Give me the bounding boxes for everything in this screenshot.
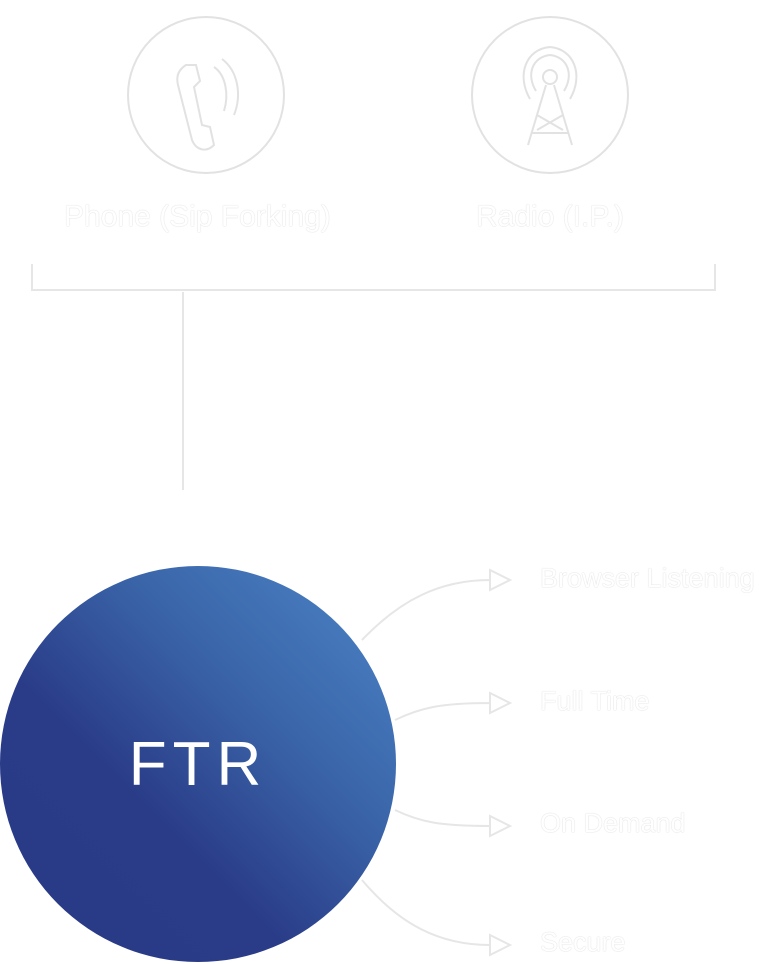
- output-label-full-time: Full Time: [540, 686, 650, 716]
- bracket-line: [31, 264, 716, 291]
- source-label-phone: Phone (Sip Forking): [64, 200, 331, 233]
- source-label-radio: Radio (I.P.): [476, 200, 624, 233]
- arrow-on-demand: [394, 809, 513, 838]
- phone-icon: [127, 16, 285, 174]
- arrow-secure: [361, 879, 513, 957]
- arrow-browser: [361, 568, 513, 641]
- radio-tower-icon: [471, 16, 629, 174]
- hub-label: FTR: [128, 729, 268, 799]
- ftr-hub-circle: FTR: [0, 566, 396, 962]
- output-label-on-demand: On Demand: [540, 808, 686, 838]
- arrow-full-time: [394, 691, 513, 721]
- output-label-browser: Browser Listening: [540, 563, 755, 593]
- output-label-secure: Secure: [540, 927, 626, 957]
